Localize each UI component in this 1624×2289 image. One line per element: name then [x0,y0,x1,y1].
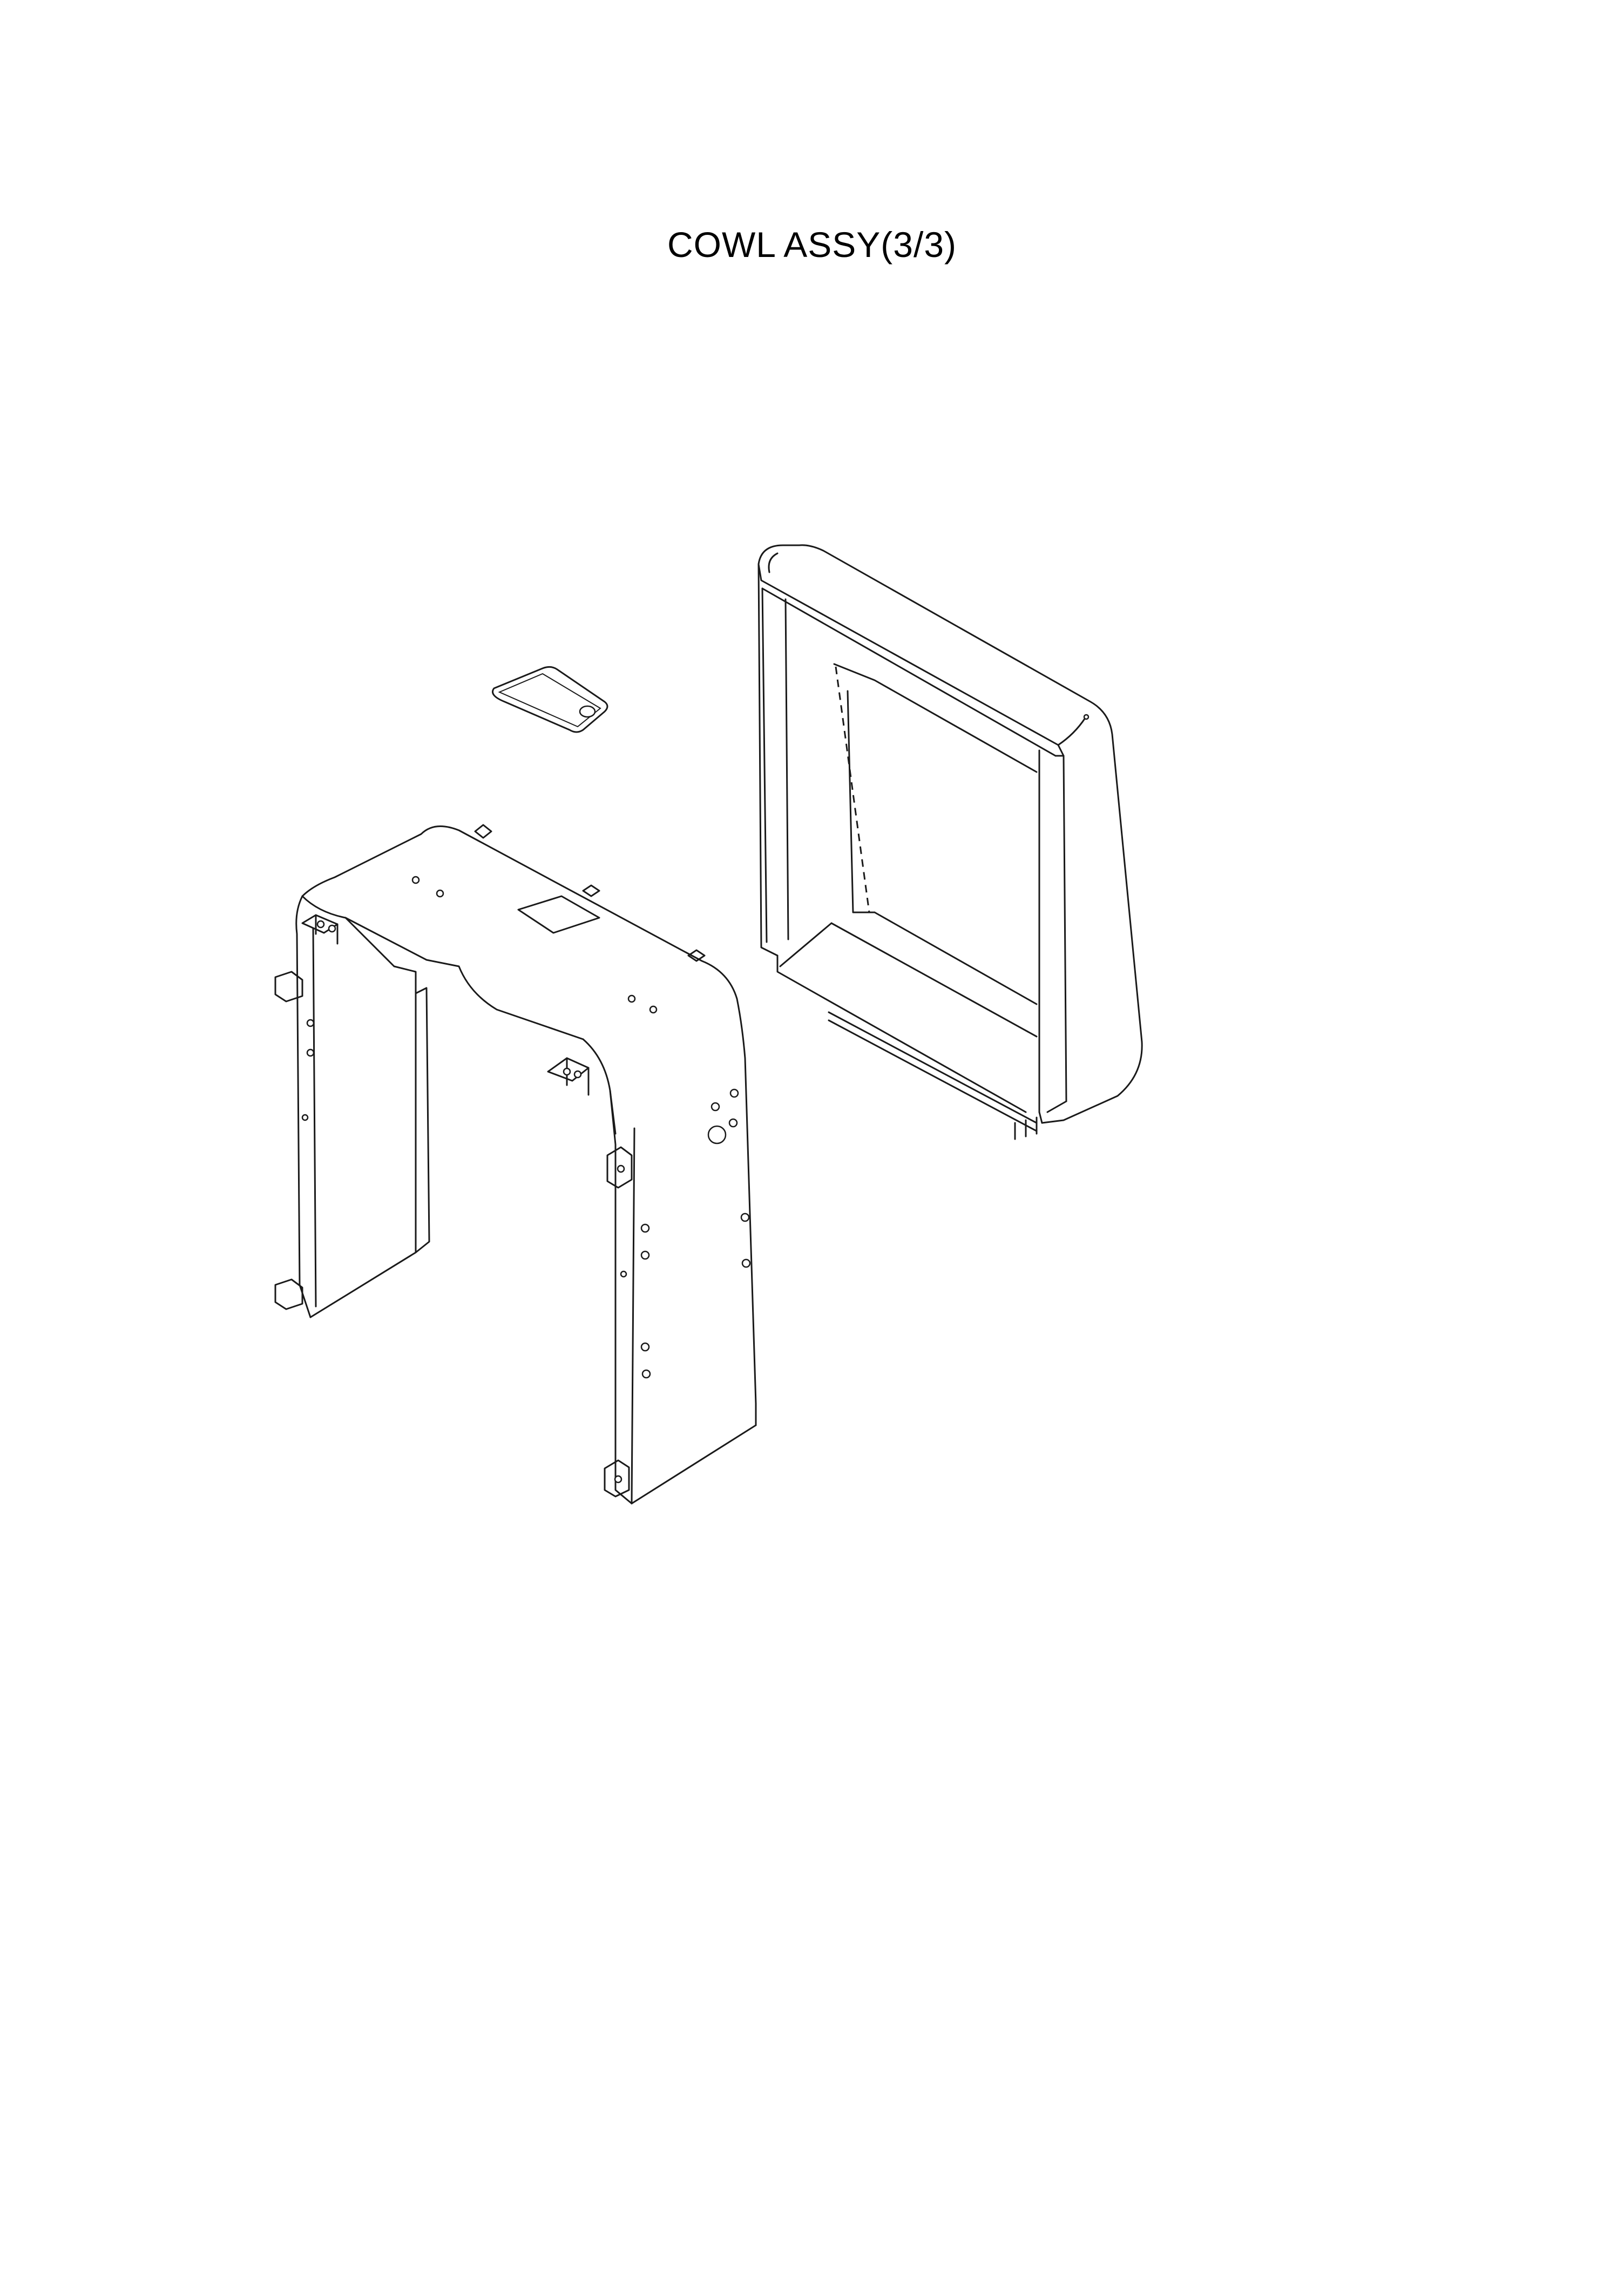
bracket-top-right [547,1057,590,1096]
bracket-right-middle [606,1146,633,1189]
rear-cover-part [757,544,1143,1140]
frame-cowl-part [274,824,757,1505]
bracket-right-lower [604,1459,630,1498]
bracket-left-lower [274,1278,303,1310]
cover-plate-part [492,666,608,733]
page-title: COWL ASSY(3/3) [667,225,957,265]
bracket-top-left [301,914,339,945]
bracket-left-upper [274,971,303,1003]
